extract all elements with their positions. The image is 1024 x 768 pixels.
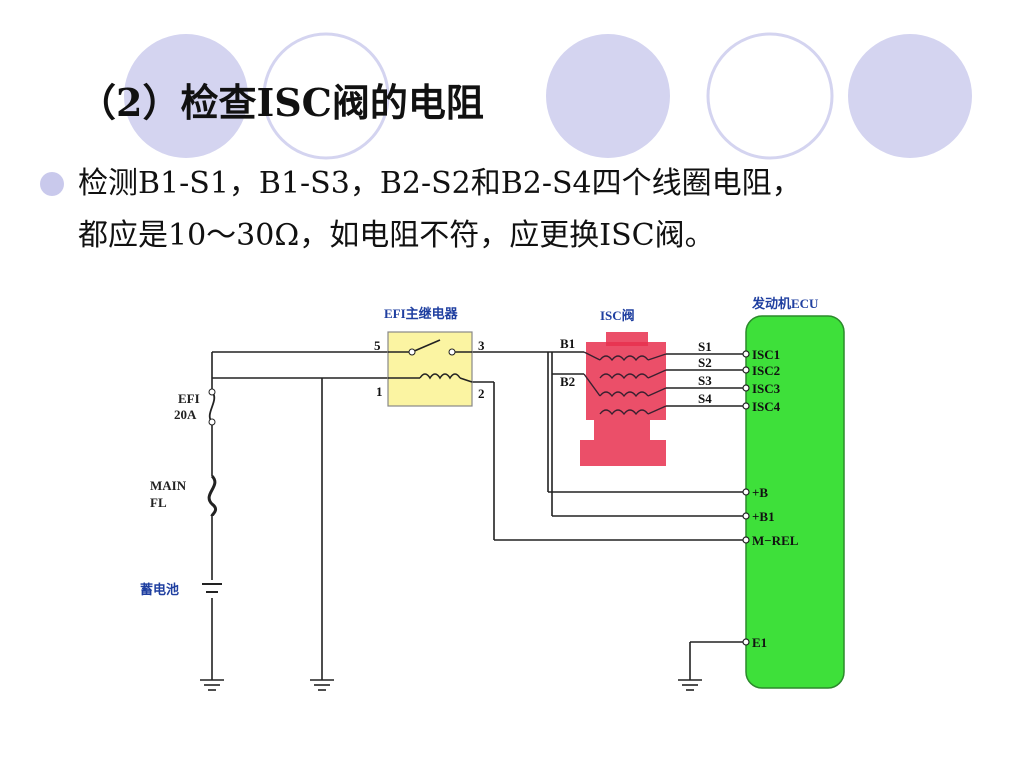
- slide-title: （2）检查ISC阀的电阻: [78, 80, 484, 125]
- deco-circle: [848, 34, 972, 158]
- battery-label: 蓄电池: [140, 582, 179, 597]
- ecu-terminal-isc2: ISC2: [752, 363, 780, 378]
- bullet-icon: [40, 172, 64, 196]
- isc-pin-b2: B2: [560, 374, 575, 389]
- ground-icon: [678, 679, 702, 691]
- bullet-line: 都应是10～30Ω，如电阻不符，应更换ISC阀。: [78, 218, 715, 253]
- battery-icon: [202, 580, 222, 598]
- ecu-label: 发动机ECU: [751, 296, 819, 311]
- isc-pin-s4: S4: [698, 391, 712, 406]
- deco-circle: [546, 34, 670, 158]
- ecu-terminal-isc1: ISC1: [752, 347, 780, 362]
- ground-icon: [200, 679, 224, 691]
- ecu-terminal-plus-b: +B: [752, 485, 768, 500]
- ecu-box: [745, 315, 845, 689]
- isc-pin-s2: S2: [698, 355, 712, 370]
- ecu-terminal-isc4: ISC4: [752, 399, 781, 414]
- bullet-line: 检测B1-S1，B1-S3，B2-S2和B2-S4四个线圈电阻，: [78, 166, 802, 201]
- deco-circle: [706, 32, 834, 160]
- fuse-main-label: MAIN: [150, 478, 187, 493]
- ecu-terminal-plus-b1: +B1: [752, 509, 775, 524]
- relay-box: [387, 331, 473, 407]
- fuse-efi-rating: 20A: [174, 407, 197, 422]
- deco-circle: [262, 32, 390, 160]
- ground-icon: [310, 679, 334, 691]
- isc-pin-b1: B1: [560, 336, 575, 351]
- isc-label: ISC阀: [600, 308, 635, 323]
- fuse-efi-label: EFI: [178, 391, 200, 406]
- ecu-terminal-m-rel: M−REL: [752, 533, 799, 548]
- isc-pin-s1: S1: [698, 339, 712, 354]
- fuse-icon: [205, 388, 219, 426]
- ecu-terminal-e1: E1: [752, 635, 767, 650]
- deco-circle: [124, 34, 248, 158]
- isc-pin-s3: S3: [698, 373, 712, 388]
- fuse-main-sublabel: FL: [150, 495, 167, 510]
- fusible-link-icon: [206, 474, 218, 517]
- relay-pin-1: 1: [376, 384, 383, 399]
- relay-label: EFI主继电器: [384, 306, 459, 321]
- bullet-text: 检测B1-S1，B1-S3，B2-S2和B2-S4四个线圈电阻， 都应是10～3…: [78, 158, 978, 262]
- relay-pin-5: 5: [374, 338, 381, 353]
- isc-valve-icon: [580, 332, 667, 466]
- relay-pin-2: 2: [478, 386, 485, 401]
- ecu-terminal-isc3: ISC3: [752, 381, 781, 396]
- relay-pin-3: 3: [478, 338, 485, 353]
